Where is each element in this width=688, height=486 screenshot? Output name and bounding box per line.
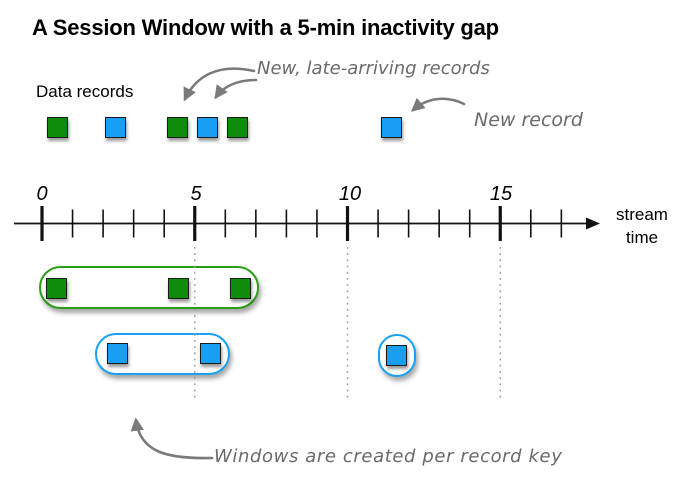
axis-label-line2: time xyxy=(625,227,659,247)
annotation-arrows xyxy=(130,67,466,460)
record-green-icon xyxy=(47,117,68,138)
new-record-annotation: New record xyxy=(474,109,583,131)
record-green-late-icon xyxy=(167,117,188,138)
page-title: A Session Window with a 5-min inactivity… xyxy=(32,15,499,40)
windowed-record-blue-icon xyxy=(386,345,407,366)
tick-label-5: 5 xyxy=(190,183,202,205)
tick-label-15: 15 xyxy=(489,183,513,205)
axis-arrowhead-icon xyxy=(586,217,600,230)
record-blue-icon xyxy=(105,117,126,138)
late-record-arrow-left-icon xyxy=(183,67,256,102)
windows-note-arrow-icon xyxy=(130,417,214,460)
windowed-record-green-icon xyxy=(46,278,67,299)
record-blue-late-icon xyxy=(197,117,218,138)
timeline-axis xyxy=(14,206,600,241)
new-record-arrow-icon xyxy=(410,97,466,112)
data-records-label: Data records xyxy=(36,82,134,101)
windowed-record-green-icon xyxy=(230,278,251,299)
late-record-arrow-right-icon xyxy=(214,78,258,100)
axis-label-stream-time: stream time xyxy=(606,204,678,250)
windows-note-annotation: Windows are created per record key xyxy=(214,446,563,467)
windowed-record-blue-icon xyxy=(107,343,128,364)
windowed-record-blue-icon xyxy=(200,343,221,364)
late-records-annotation: New, late-arriving records xyxy=(257,58,490,79)
axis-label-line1: stream xyxy=(616,205,668,224)
tick-label-10: 10 xyxy=(338,183,362,205)
record-green-icon xyxy=(227,117,248,138)
session-window-green xyxy=(39,266,259,309)
windowed-record-green-icon xyxy=(168,278,189,299)
record-blue-new-icon xyxy=(381,117,402,138)
dotted-guides xyxy=(194,247,501,398)
axis-ticks xyxy=(40,206,563,241)
tick-label-0: 0 xyxy=(36,183,48,205)
